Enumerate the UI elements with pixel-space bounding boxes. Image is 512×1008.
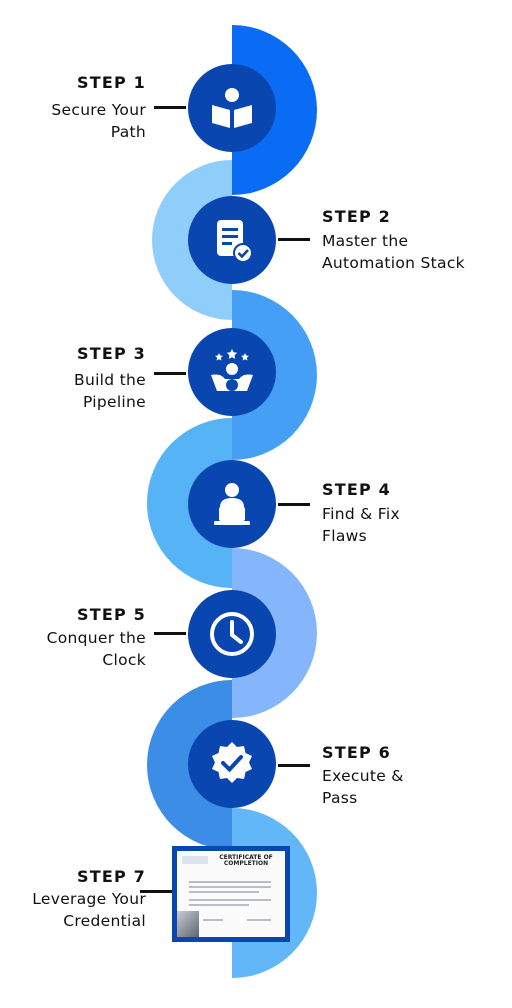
step-6-title: STEP 6 <box>322 743 391 762</box>
step-3-connector <box>154 372 186 375</box>
step-3-title: STEP 3 <box>77 344 146 363</box>
document-check-icon <box>217 220 253 263</box>
certificate-image: CERTIFICATE OF COMPLETION <box>177 851 285 937</box>
step-1-connector <box>154 106 186 109</box>
step-6-description: Execute &Pass <box>322 767 404 807</box>
step-4-node <box>188 460 276 548</box>
person-at-laptop-icon <box>214 483 250 525</box>
step-1-node <box>188 64 276 152</box>
step-5-node <box>188 590 276 678</box>
step-7-title: STEP 7 <box>77 867 146 886</box>
certificate-title: CERTIFICATE OF COMPLETION <box>219 854 273 867</box>
step-1-title: STEP 1 <box>77 73 146 92</box>
step-6-node <box>188 720 276 808</box>
step-5-title: STEP 5 <box>77 605 146 624</box>
step-2-connector <box>278 238 310 241</box>
certificate-icon: CERTIFICATE OF COMPLETION <box>172 846 290 942</box>
step-4-title: STEP 4 <box>322 480 391 499</box>
step-6-connector <box>278 764 310 767</box>
certificate-logo <box>182 856 208 864</box>
step-2-title: STEP 2 <box>322 207 391 226</box>
certificate-corner-decoration <box>177 911 199 937</box>
verified-badge-icon <box>212 742 252 783</box>
reader-book-icon <box>212 88 252 128</box>
step-3-node <box>188 328 276 416</box>
step-7-connector <box>140 890 172 893</box>
step-5-connector <box>154 632 186 635</box>
team-gear-stars-icon <box>211 349 253 391</box>
step-2-node <box>188 196 276 284</box>
clock-icon <box>210 612 254 656</box>
step-4-connector <box>278 503 310 506</box>
